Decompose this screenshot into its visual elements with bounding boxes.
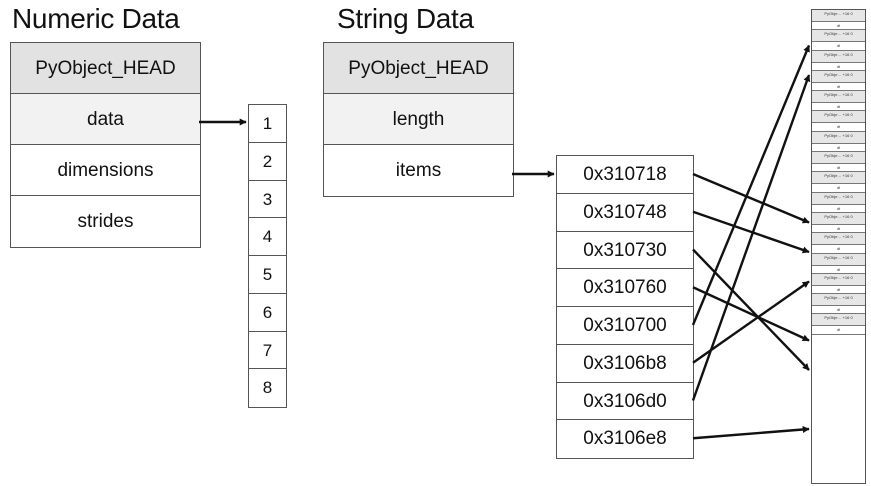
numeric-value-cell: 5 (249, 256, 286, 294)
numeric-value-cell: 4 (249, 218, 286, 256)
numeric-buffer: 1 2 3 4 5 6 7 8 (248, 104, 287, 408)
numeric-value-cell: 6 (249, 294, 286, 332)
numeric-field-dimensions: dimensions (11, 145, 200, 196)
string-object-header: PyObje… +16 0 (812, 131, 865, 144)
string-object-data: dt (812, 164, 865, 173)
pointer-cell: 0x310730 (557, 232, 693, 270)
string-field-items: items (395, 160, 442, 181)
string-data-title: String Data (337, 3, 474, 34)
string-object-data: dt (812, 326, 865, 335)
string-object-header: PyObje… +16 0 (812, 192, 865, 205)
string-object-data: dt (812, 245, 865, 254)
string-object-data: dt (812, 224, 865, 234)
string-object-data: dt (812, 103, 865, 112)
string-object-header: PyObje… +16 0 (812, 70, 865, 83)
pointer-cell: 0x310700 (557, 307, 693, 345)
string-object-data: dt (812, 285, 865, 295)
string-object-data: dt (812, 184, 865, 193)
numeric-field-pyobject-head: PyObject_HEAD (11, 43, 200, 94)
numeric-value-cell: 3 (249, 181, 286, 219)
numeric-struct: PyObject_HEAD data dimensions strides (10, 42, 201, 248)
string-object-data: dt (812, 265, 865, 274)
string-object-data: dt (812, 143, 865, 153)
string-object-data: dt (812, 82, 865, 92)
item-pointer-arrow (692, 286, 810, 342)
string-object-header: PyObje… +16 0 (812, 273, 865, 286)
item-pointer-arrow (691, 74, 811, 401)
string-object-header: PyObje… +16 0 (812, 294, 865, 307)
pointer-cell: 0x310748 (557, 194, 693, 232)
item-pointer-arrow (691, 44, 811, 326)
numeric-field-data: data (11, 94, 200, 145)
numeric-data-title: Numeric Data (12, 3, 180, 34)
string-object-data: dt (812, 204, 865, 213)
string-struct: PyObject_HEAD length items (323, 42, 514, 197)
item-pointer-arrow (692, 210, 810, 254)
string-object-data: dt (812, 306, 865, 315)
string-object-data: dt (812, 42, 865, 51)
item-pointer-arrow (692, 248, 810, 371)
string-object-header: PyObje… +16 0 (812, 172, 865, 185)
string-object-header: PyObje… +16 0 (812, 152, 865, 165)
string-object-header: PyObje… +16 0 (812, 253, 865, 266)
numeric-value-cell: 7 (249, 332, 286, 370)
string-object-header: PyObje… +16 0 (812, 10, 865, 22)
string-object-header: PyObje… +16 0 (812, 233, 865, 246)
pointer-cell: 0x3106e8 (583, 428, 667, 450)
pointer-cell: 0x310760 (557, 269, 693, 307)
item-pointer-arrow (692, 426, 810, 440)
pointer-cell: 0x3106b8 (557, 345, 693, 383)
pointer-cell: 0x3106d0 (557, 383, 693, 421)
string-object-data: dt (812, 22, 865, 31)
item-pointer-arrow (692, 172, 810, 224)
string-field-pyobject-head: PyObject_HEAD (324, 43, 513, 94)
numeric-value-cell: 2 (249, 143, 286, 181)
string-object-header: PyObje… +16 0 (812, 30, 865, 43)
string-object-data: dt (812, 123, 865, 132)
numeric-value-cell: 8 (262, 378, 273, 398)
string-object-header: PyObje… +16 0 (812, 50, 865, 63)
string-field-length: length (324, 94, 513, 145)
string-object-header: PyObje… +16 0 (812, 91, 865, 104)
string-object-data: dt (812, 62, 865, 71)
numeric-field-strides: strides (77, 211, 134, 232)
pointer-array: 0x310718 0x310748 0x310730 0x310760 0x31… (556, 155, 694, 459)
string-object-header: PyObje… +16 0 (812, 212, 865, 225)
numeric-value-cell: 1 (249, 105, 286, 143)
pointer-cell: 0x310718 (557, 156, 693, 194)
string-object-header: PyObje… +16 0 (812, 314, 865, 327)
string-object-header: PyObje… +16 0 (812, 111, 865, 124)
